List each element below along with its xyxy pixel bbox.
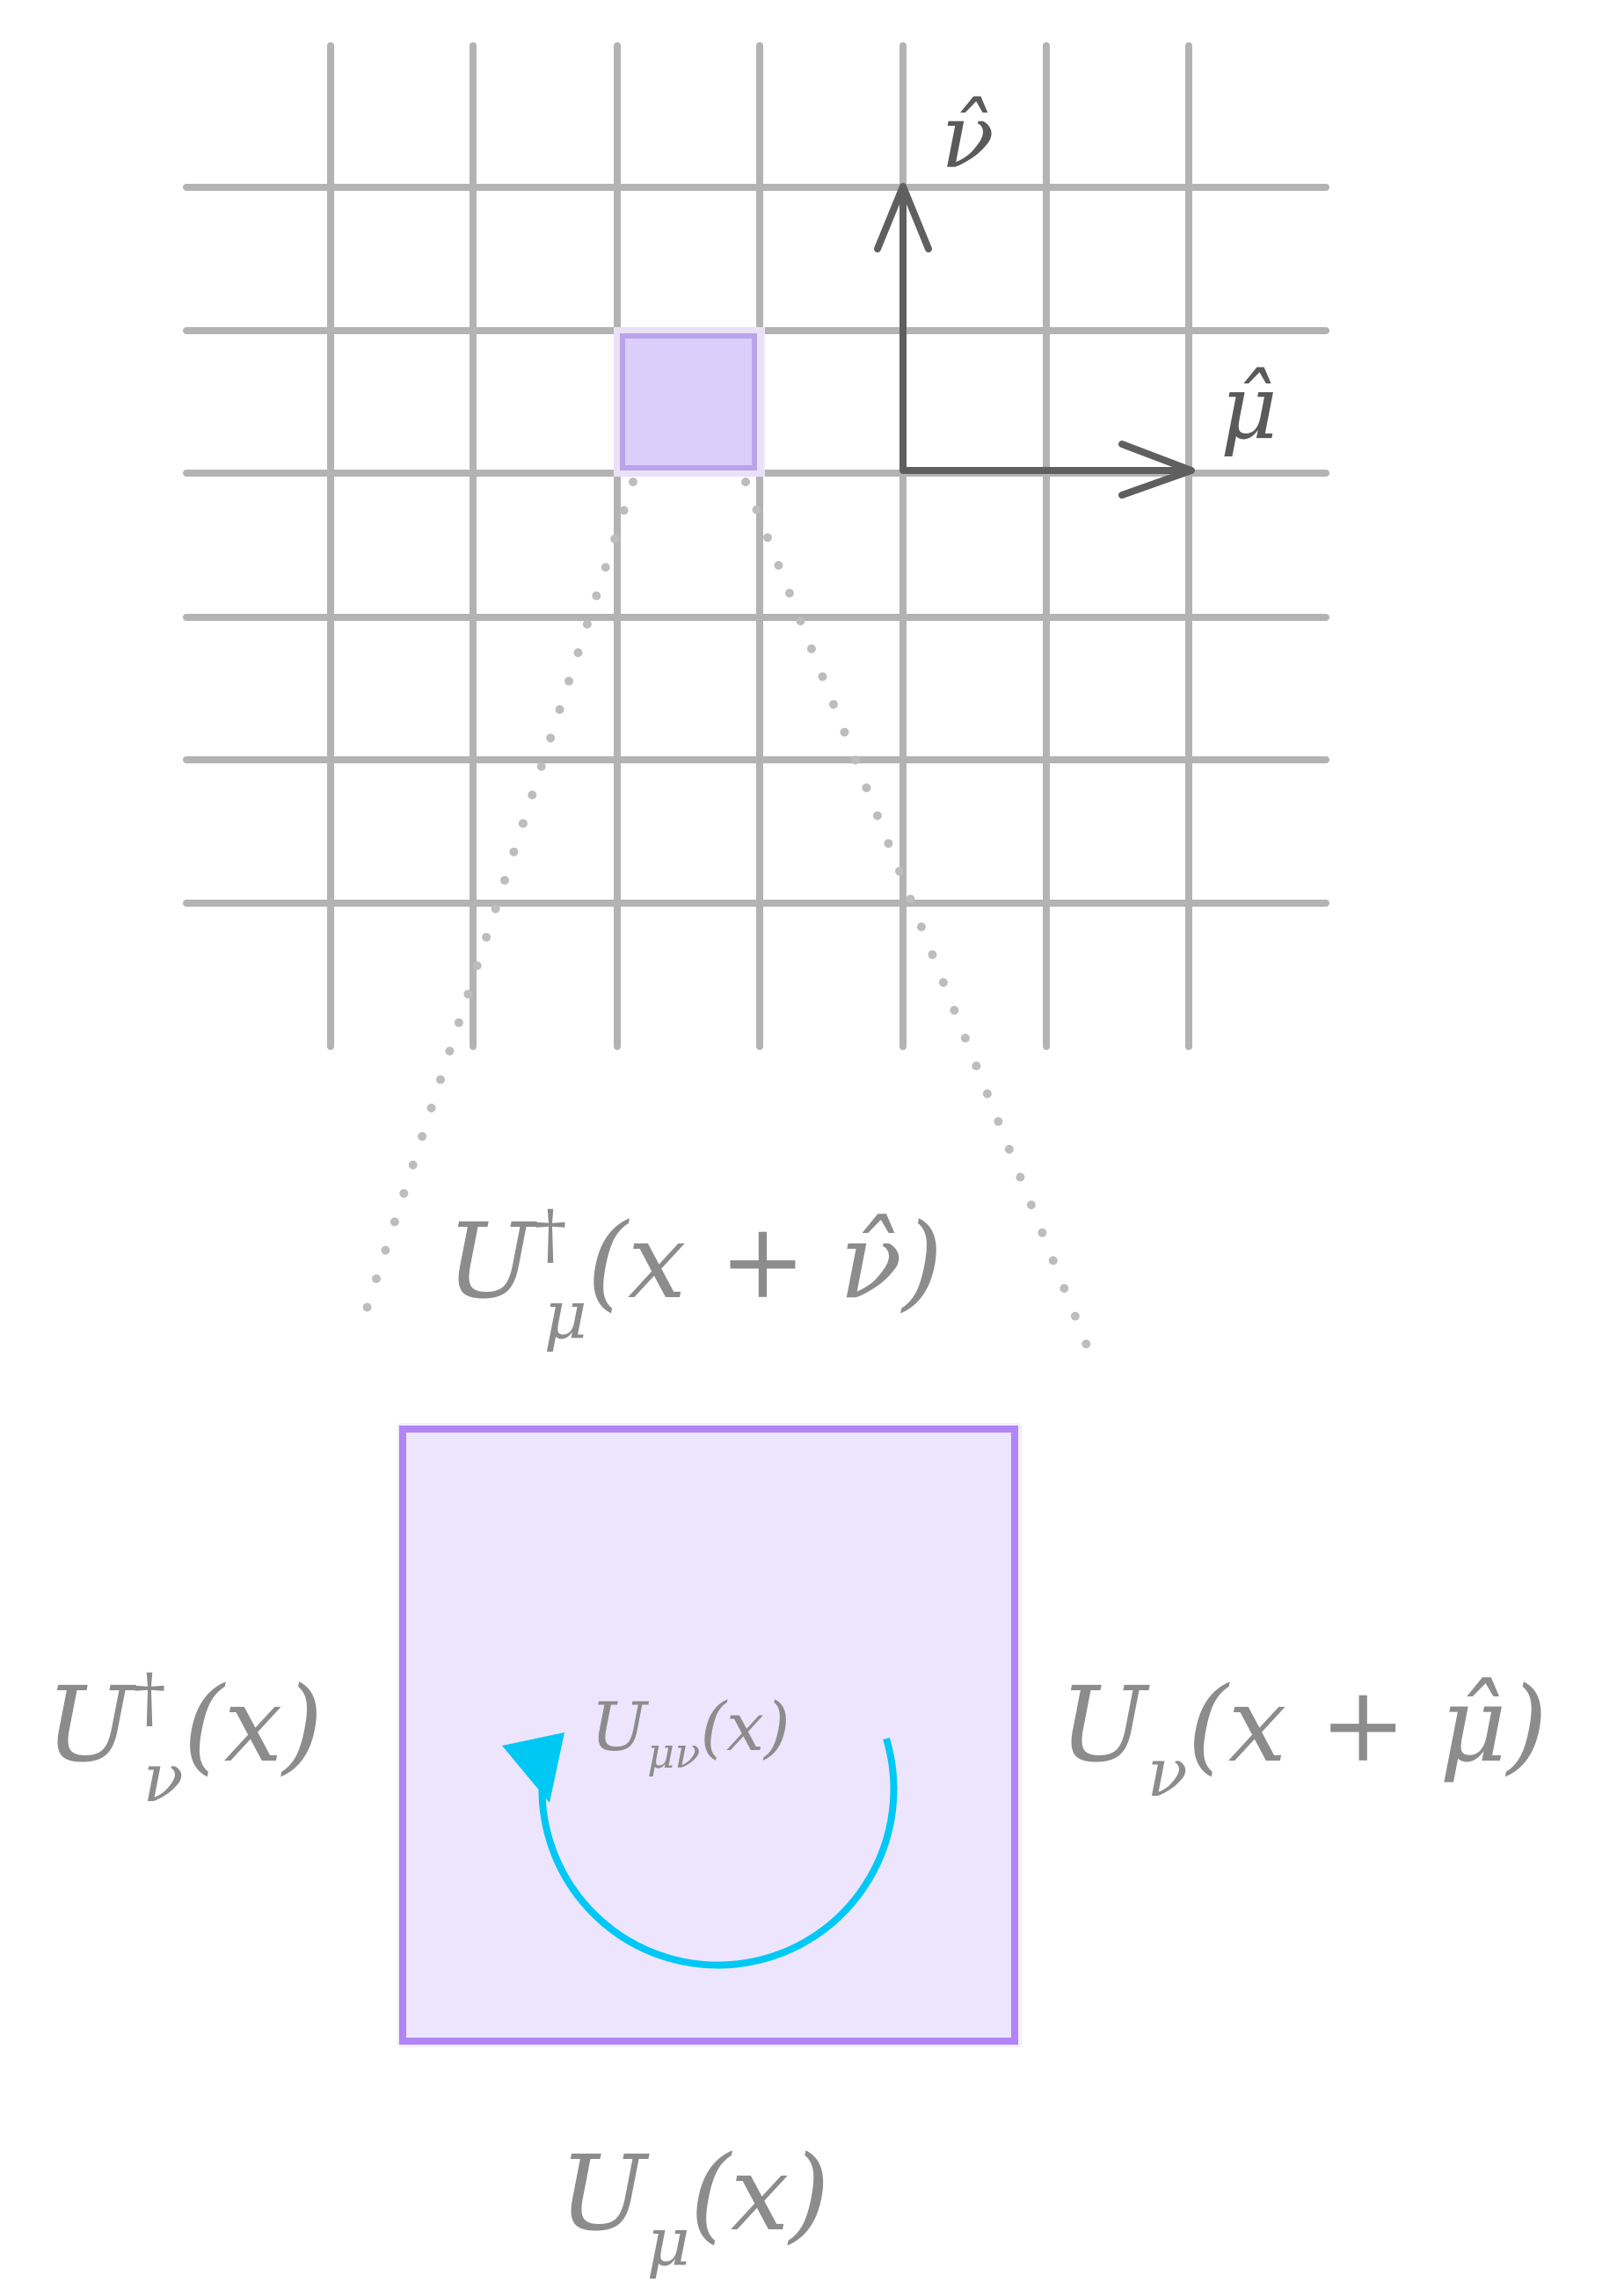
enlarged-plaquette — [397, 1423, 1022, 2047]
axes-corner — [899, 186, 1194, 474]
top-link-label: U†μ(x + ν̂) — [447, 1197, 943, 1353]
mu-hat-label: μ̂ — [1220, 356, 1278, 459]
zoom-guide-right — [741, 478, 1091, 1350]
lattice-grid — [183, 42, 1329, 1050]
nu-arrow-head — [874, 183, 932, 252]
mu-arrow-head — [1118, 441, 1195, 499]
left-link-label: U†ν(x) — [46, 1660, 323, 1817]
zoom-guide-left — [356, 478, 637, 1332]
zoom-guides — [356, 478, 1091, 1350]
nu-hat-label: ν̂ — [941, 85, 994, 188]
highlighted-plaquette — [614, 327, 765, 477]
direction-axes: ν̂ μ̂ — [874, 85, 1278, 499]
right-link-label: Uν(x + μ̂) — [1060, 1664, 1548, 1812]
loop-arrow-icon — [502, 1732, 564, 1803]
bottom-link-label: Uμ(x) — [559, 2133, 829, 2280]
plaquette-loop — [538, 1737, 898, 1969]
plaquette-label: Uμν(x) — [591, 1688, 790, 1778]
